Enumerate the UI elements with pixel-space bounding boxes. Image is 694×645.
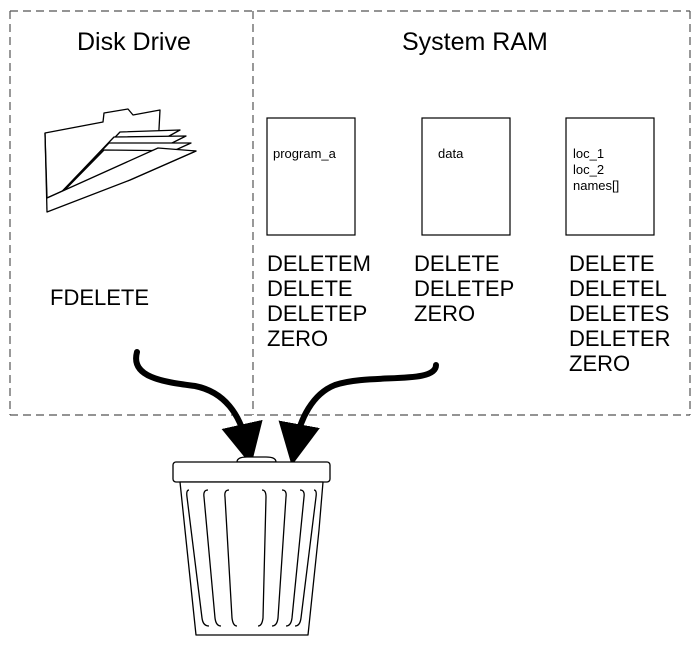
command-item: DELETE — [267, 276, 353, 301]
document-label-line: names[] — [573, 178, 620, 193]
curved-arrow-icon-right — [278, 362, 439, 466]
document-label-line: program_a — [273, 146, 336, 161]
document-label-line: loc_1 — [573, 146, 605, 161]
command-item: DELETEP — [267, 301, 368, 326]
document-icon-data — [421, 117, 511, 236]
document-label-variables: loc_1 loc_2 names[] — [573, 146, 619, 194]
command-item: DELETEL — [569, 276, 667, 301]
folder-icon — [44, 108, 197, 213]
system-ram-title: System RAM — [402, 28, 548, 56]
region-borders — [9, 10, 691, 416]
disk-drive-command-list: FDELETE — [50, 285, 149, 310]
command-item: DELETES — [569, 301, 670, 326]
curved-arrow-icon-left — [133, 349, 263, 466]
command-item: DELETEP — [414, 276, 515, 301]
command-item: DELETE — [414, 251, 500, 276]
trash-can-icon — [172, 456, 331, 636]
command-item: ZERO — [267, 326, 329, 351]
document-label-line: data — [438, 146, 464, 161]
program-a-command-list: DELETEM DELETE DELETEP ZERO — [267, 251, 371, 351]
document-icon-variables — [565, 117, 655, 236]
disk-drive-title: Disk Drive — [77, 28, 191, 56]
command-item: ZERO — [569, 351, 631, 376]
document-label-line: loc_2 — [573, 162, 605, 177]
command-item: ZERO — [414, 301, 476, 326]
command-item: DELETE — [569, 251, 655, 276]
document-icon-program-a — [266, 117, 356, 236]
data-command-list: DELETE DELETEP ZERO — [414, 251, 514, 326]
document-label-program-a: program_a — [273, 146, 336, 162]
variables-command-list: DELETE DELETEL DELETES DELETER ZERO — [569, 251, 670, 376]
document-label-data: data — [438, 146, 463, 162]
command-item: DELETER — [569, 326, 671, 351]
command-item: FDELETE — [50, 285, 150, 310]
command-item: DELETEM — [267, 251, 371, 276]
